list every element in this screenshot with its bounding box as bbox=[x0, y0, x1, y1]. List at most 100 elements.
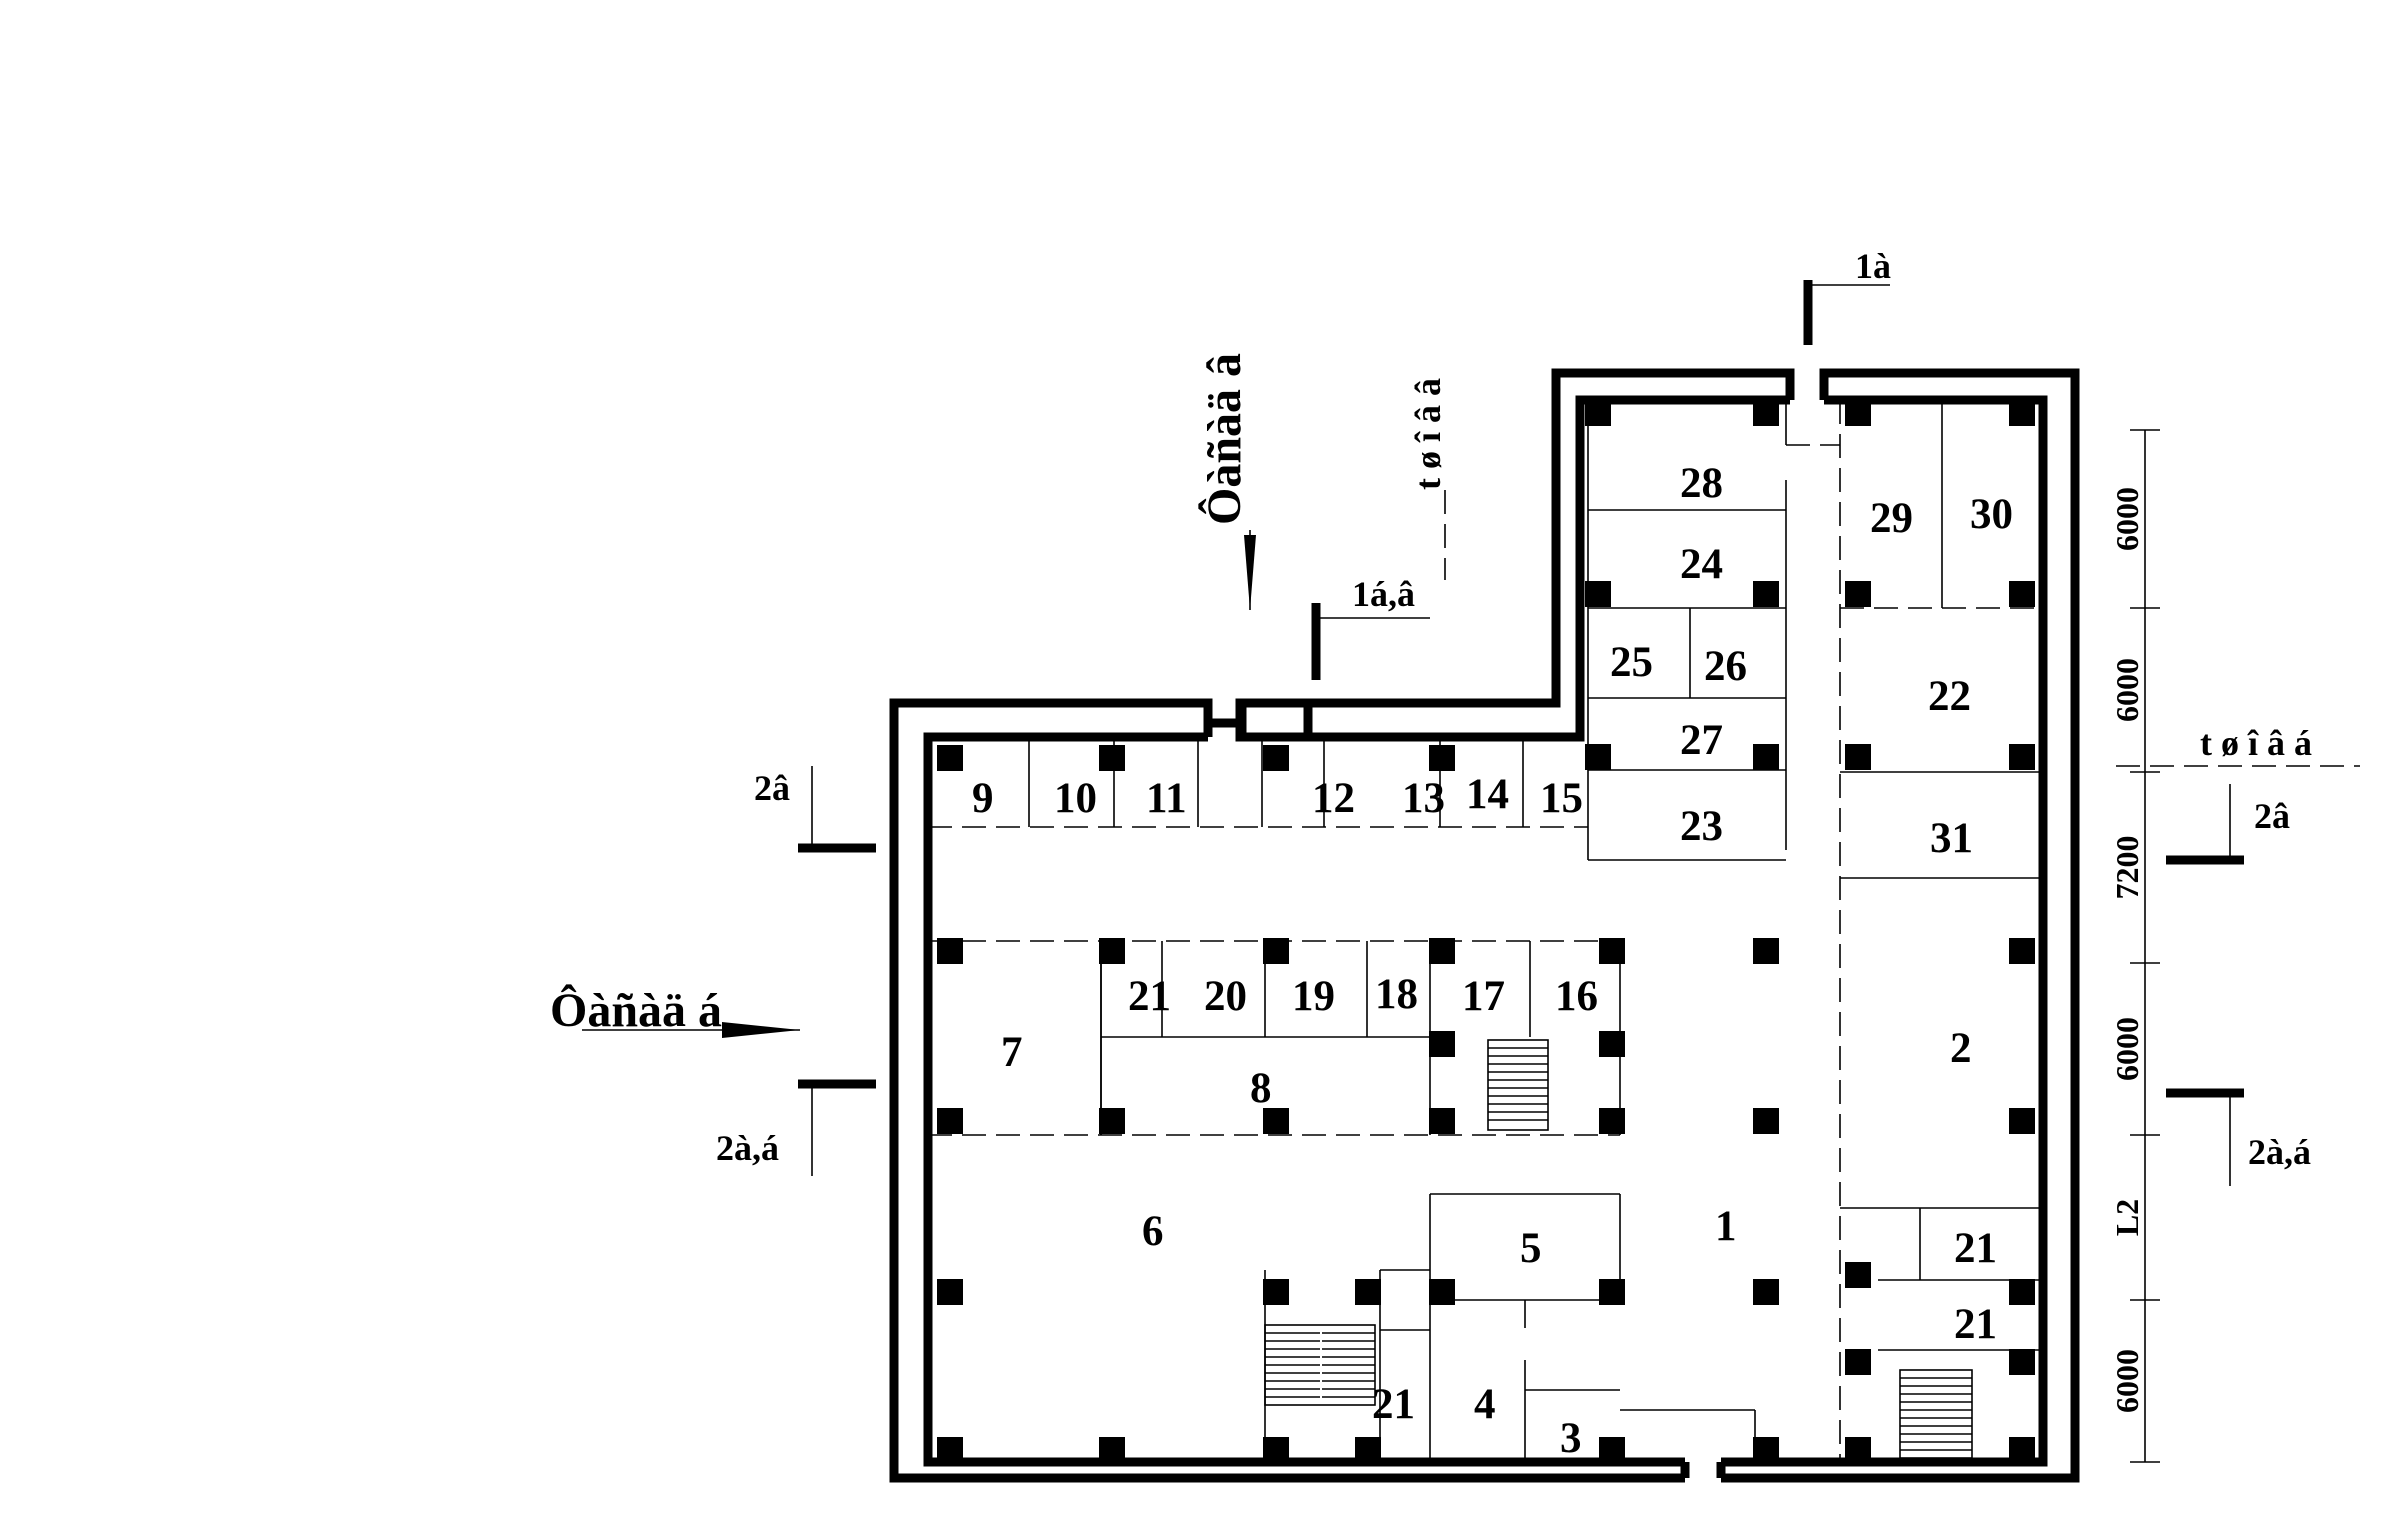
structural-column bbox=[1845, 744, 1871, 770]
room-28-label: 28 bbox=[1680, 460, 1723, 507]
room-22-label: 22 bbox=[1928, 673, 1971, 720]
structural-column bbox=[2009, 938, 2035, 964]
structural-column bbox=[1753, 400, 1779, 426]
axis-label-top: t ø î â â bbox=[1408, 378, 1448, 490]
room-3-label: 3 bbox=[1560, 1415, 1582, 1462]
room-16-label: 16 bbox=[1555, 973, 1598, 1020]
room-30-label: 30 bbox=[1970, 491, 2013, 538]
structural-column bbox=[1599, 1279, 1625, 1305]
structural-column bbox=[1099, 1437, 1125, 1463]
structural-column bbox=[2009, 400, 2035, 426]
room-18-label: 18 bbox=[1375, 971, 1418, 1018]
structural-column bbox=[1263, 938, 1289, 964]
room-12-label: 12 bbox=[1312, 775, 1355, 822]
section-mark-1bv: 1á,â bbox=[1352, 574, 1415, 614]
structural-column bbox=[1355, 1437, 1381, 1463]
axis-label-right: t ø î â á bbox=[2200, 723, 2312, 763]
room-13-label: 13 bbox=[1402, 775, 1445, 822]
structural-column bbox=[1599, 1031, 1625, 1057]
dimension-label: L2 bbox=[2109, 1199, 2145, 1236]
room-15-label: 15 bbox=[1540, 775, 1583, 822]
room-21-label-c: 21 bbox=[1954, 1225, 1997, 1272]
room-10-label: 10 bbox=[1054, 775, 1097, 822]
room-1-label: 1 bbox=[1715, 1203, 1737, 1250]
stairs bbox=[1264, 1039, 1973, 1459]
room-7-label: 7 bbox=[1001, 1029, 1023, 1076]
structural-column bbox=[1753, 1108, 1779, 1134]
structural-column bbox=[1099, 745, 1125, 771]
entrances: Ôàñàä á Ôàñàä â bbox=[550, 353, 1256, 1038]
dimension-label: 6000 bbox=[2109, 487, 2145, 551]
structural-column bbox=[1753, 1437, 1779, 1463]
structural-column bbox=[1845, 1437, 1871, 1463]
section-mark-1a: 1à bbox=[1855, 246, 1891, 286]
structural-column bbox=[1753, 744, 1779, 770]
structural-column bbox=[1585, 400, 1611, 426]
structural-column bbox=[1263, 745, 1289, 771]
room-2-label: 2 bbox=[1950, 1025, 1972, 1072]
structural-column bbox=[1753, 938, 1779, 964]
structural-column bbox=[2009, 744, 2035, 770]
structural-column bbox=[1429, 1108, 1455, 1134]
structural-column bbox=[1263, 1108, 1289, 1134]
structural-column bbox=[1263, 1437, 1289, 1463]
structural-column bbox=[937, 745, 963, 771]
structural-column bbox=[2009, 1108, 2035, 1134]
section-markers: 1à 1á,â 2â 2à,á 2â 2à,á bbox=[716, 246, 2311, 1186]
structural-column bbox=[937, 938, 963, 964]
structural-column bbox=[1845, 400, 1871, 426]
structural-column bbox=[937, 1437, 963, 1463]
section-mark-2v-left: 2â bbox=[754, 768, 790, 808]
structural-column bbox=[1599, 1437, 1625, 1463]
structural-column bbox=[1599, 1108, 1625, 1134]
structural-column bbox=[1845, 1262, 1871, 1288]
structural-column bbox=[1845, 581, 1871, 607]
structural-column bbox=[937, 1108, 963, 1134]
structural-column bbox=[2009, 1437, 2035, 1463]
structural-column bbox=[1429, 1031, 1455, 1057]
room-5-label: 5 bbox=[1520, 1225, 1542, 1272]
room-11-label: 11 bbox=[1146, 775, 1187, 822]
partitions bbox=[928, 400, 2043, 1462]
structural-column bbox=[2009, 581, 2035, 607]
structural-column bbox=[1429, 938, 1455, 964]
dimension-label: 7200 bbox=[2109, 836, 2145, 900]
room-19-label: 19 bbox=[1292, 973, 1335, 1020]
room-24-label: 24 bbox=[1680, 541, 1723, 588]
room-14-label: 14 bbox=[1466, 771, 1509, 818]
room-21-label-b: 21 bbox=[1372, 1381, 1415, 1428]
structural-column bbox=[1599, 938, 1625, 964]
entrance-v-label: Ôàñàä â bbox=[1197, 353, 1251, 525]
structural-column bbox=[1355, 1279, 1381, 1305]
structural-column bbox=[1429, 745, 1455, 771]
structural-column bbox=[1585, 744, 1611, 770]
structural-column bbox=[1099, 938, 1125, 964]
structural-column bbox=[937, 1279, 963, 1305]
room-9-label: 9 bbox=[972, 775, 994, 822]
structural-column bbox=[1585, 581, 1611, 607]
columns bbox=[937, 400, 2035, 1463]
room-21-label-a: 21 bbox=[1128, 973, 1171, 1020]
dimension-label: 6000 bbox=[2109, 658, 2145, 722]
room-25-label: 25 bbox=[1610, 639, 1653, 686]
structural-column bbox=[2009, 1279, 2035, 1305]
outer-walls bbox=[889, 368, 2080, 1483]
axis-labels: t ø î â â t ø î â á bbox=[1408, 378, 2360, 767]
structural-column bbox=[1753, 1279, 1779, 1305]
room-labels: 1 2 3 4 5 6 7 8 9 10 11 12 13 14 15 16 1… bbox=[972, 460, 2013, 1462]
structural-column bbox=[1099, 1108, 1125, 1134]
room-27-label: 27 bbox=[1680, 717, 1723, 764]
structural-column bbox=[1753, 581, 1779, 607]
dimension-label: 6000 bbox=[2109, 1349, 2145, 1413]
room-23-label: 23 bbox=[1680, 803, 1723, 850]
room-26-label: 26 bbox=[1704, 643, 1747, 690]
structural-column bbox=[1429, 1279, 1455, 1305]
room-6-label: 6 bbox=[1142, 1208, 1164, 1255]
dimension-label: 6000 bbox=[2109, 1017, 2145, 1081]
section-mark-2ab-left: 2à,á bbox=[716, 1128, 779, 1168]
section-mark-2v-right: 2â bbox=[2254, 796, 2290, 836]
room-21-label-d: 21 bbox=[1954, 1301, 1997, 1348]
structural-column bbox=[1845, 1349, 1871, 1375]
